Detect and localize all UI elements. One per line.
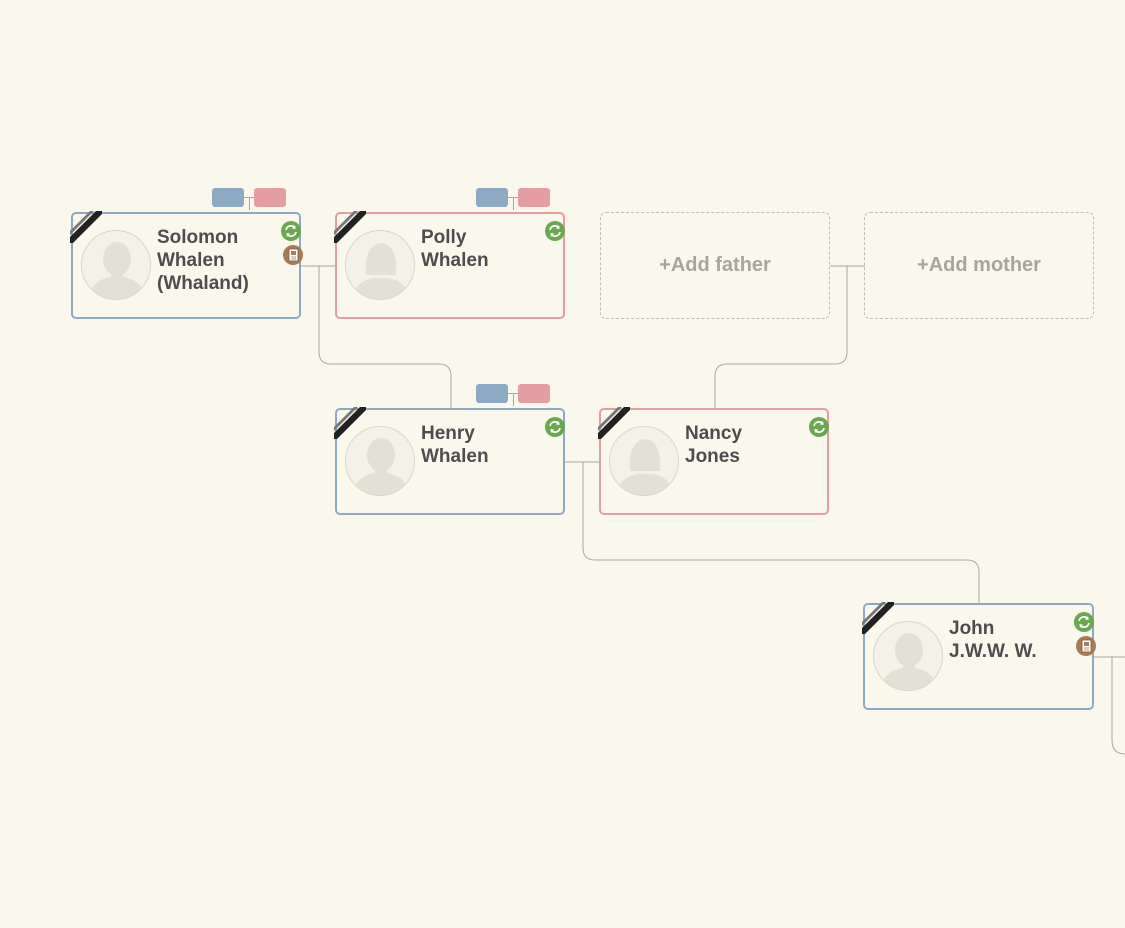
avatar-female — [345, 230, 415, 300]
descent-line-henry — [318, 266, 452, 408]
sync-icon[interactable] — [545, 221, 565, 241]
name-line: (Whaland) — [157, 273, 249, 294]
avatar-female — [609, 426, 679, 496]
descent-line-offscreen — [1111, 657, 1125, 755]
father-tab[interactable] — [476, 188, 508, 207]
avatar-male — [873, 621, 943, 691]
add-mother-button[interactable]: +Add mother — [864, 212, 1094, 319]
mother-tab[interactable] — [518, 384, 550, 403]
descent-line-nancy — [714, 266, 848, 408]
parent-tabs-solomon — [212, 188, 286, 210]
add-father-label: +Add father — [659, 254, 771, 276]
name-line: Whalen — [421, 446, 489, 467]
tab-stem — [513, 197, 514, 210]
person-name: Nancy Jones — [685, 422, 809, 468]
person-card-polly[interactable]: Polly Whalen — [334, 211, 565, 319]
record-icon[interactable] — [1076, 636, 1096, 656]
deceased-ribbon-icon — [334, 211, 366, 243]
person-card-john[interactable]: John J.W.W. W. — [862, 602, 1096, 710]
name-line: Whalen — [421, 250, 489, 271]
record-icon[interactable] — [283, 245, 303, 265]
deceased-ribbon-icon — [598, 407, 630, 439]
sync-icon[interactable] — [809, 417, 829, 437]
name-line: Jones — [685, 446, 740, 467]
avatar-male — [81, 230, 151, 300]
descent-line-john — [582, 462, 980, 604]
sync-icon[interactable] — [545, 417, 565, 437]
name-line: Solomon — [157, 227, 239, 248]
name-line: Nancy — [685, 423, 743, 444]
parent-tabs-polly — [476, 188, 550, 210]
person-card-henry[interactable]: Henry Whalen — [334, 407, 565, 515]
avatar-male — [345, 426, 415, 496]
person-name: John J.W.W. W. — [949, 617, 1073, 663]
name-line: John — [949, 618, 995, 639]
deceased-ribbon-icon — [334, 407, 366, 439]
deceased-ribbon-icon — [862, 602, 894, 634]
add-father-button[interactable]: +Add father — [600, 212, 830, 319]
tab-stem — [249, 197, 250, 210]
sync-icon[interactable] — [1074, 612, 1094, 632]
person-name: Henry Whalen — [421, 422, 545, 468]
father-tab[interactable] — [476, 384, 508, 403]
sync-icon[interactable] — [281, 221, 301, 241]
tab-stem — [513, 393, 514, 406]
deceased-ribbon-icon — [70, 211, 102, 243]
name-line: J.W.W. W. — [949, 641, 1037, 662]
name-line: Polly — [421, 227, 467, 248]
parent-tabs-henry — [476, 384, 550, 406]
name-line: Henry — [421, 423, 475, 444]
person-name: Solomon Whalen (Whaland) — [157, 226, 281, 295]
father-tab[interactable] — [212, 188, 244, 207]
person-card-solomon[interactable]: Solomon Whalen (Whaland) — [70, 211, 303, 319]
name-line: Whalen — [157, 250, 225, 271]
add-mother-label: +Add mother — [917, 254, 1041, 276]
mother-tab[interactable] — [518, 188, 550, 207]
mother-tab[interactable] — [254, 188, 286, 207]
person-name: Polly Whalen — [421, 226, 545, 272]
person-card-nancy[interactable]: Nancy Jones — [598, 407, 829, 515]
